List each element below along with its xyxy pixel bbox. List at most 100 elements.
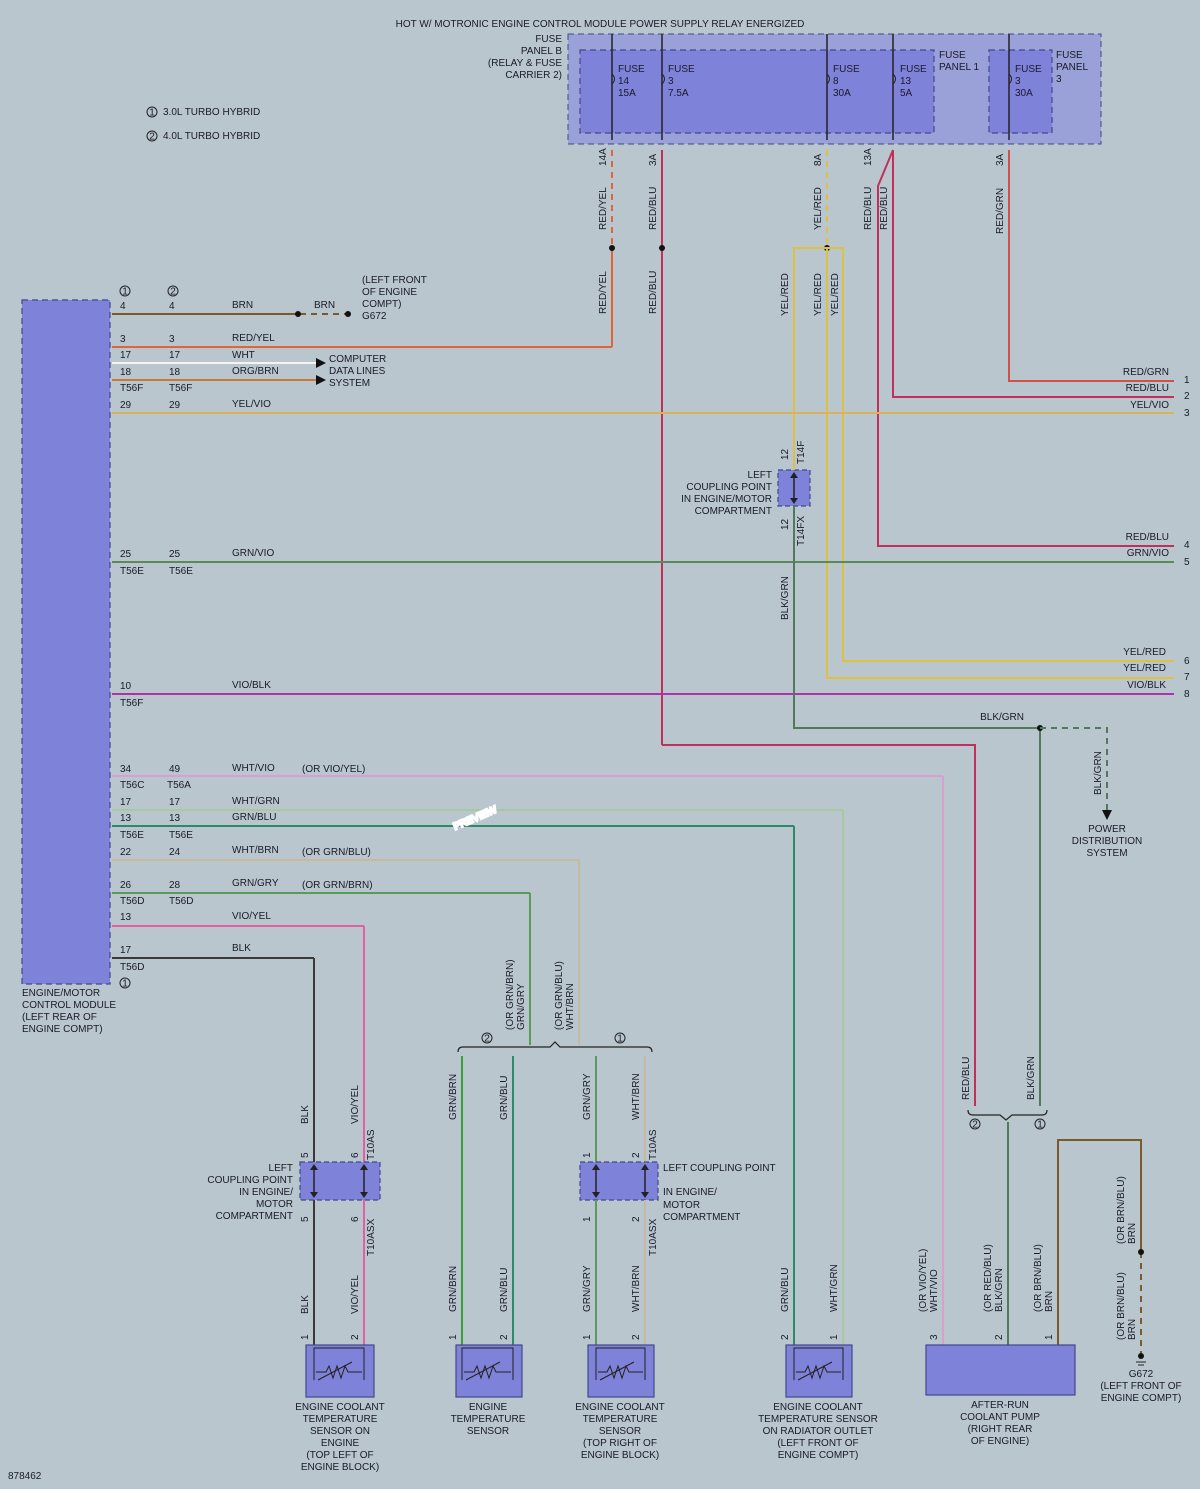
fuse-panel-b-l3: (RELAY & FUSE (488, 58, 562, 69)
cpl-p2: 6 (350, 1152, 361, 1158)
power-dist-l1: POWER (1088, 824, 1126, 835)
out-3-wire: YEL/VIO (1130, 400, 1169, 411)
ets-wa: GRN/BRN (448, 1074, 459, 1120)
pump-p1: 1 (1044, 1334, 1055, 1340)
rad-wb: WHT/GRN (829, 1264, 840, 1312)
ecm-row10-p2: 24 (169, 847, 181, 858)
s1-l1: ENGINE COOLANT (295, 1402, 384, 1413)
sensor-split-bracket: (OR GRN/BRN) GRN/GRY (OR GRN/BLU) WHT/BR… (457, 860, 653, 1053)
g672-top-wire: BRN (314, 300, 335, 311)
out-6-wire: YEL/RED (1123, 647, 1166, 658)
ecm-row7-c1: T56C (120, 780, 144, 791)
split-marker-1: 1 (617, 1034, 623, 1045)
cpl-wa2: BLK (300, 1295, 311, 1314)
computer-data-l3: SYSTEM (329, 378, 370, 389)
g672-top-l2: OF ENGINE (362, 287, 417, 298)
power-dist-l3: SYSTEM (1086, 848, 1127, 859)
fuse-13: FUSE 13 5A (892, 34, 927, 140)
wire-label-redblu-13a: RED/BLU (863, 187, 874, 230)
sensor-engine-temp: 1 2 ENGINE TEMPERATURE SENSOR (448, 1334, 526, 1437)
computer-data-l2: DATA LINES (329, 366, 386, 377)
cpr-connb: T10ASX (648, 1218, 659, 1256)
ecm-row4-p2: 29 (169, 400, 181, 411)
split-a2: GRN/GRY (516, 983, 527, 1030)
ecm-row2-p2: 17 (169, 350, 181, 361)
g672-top-l1: (LEFT FRONT (362, 275, 427, 286)
ecm-row7-note: (OR VIO/YEL) (302, 764, 365, 775)
pump-w3b: WHT/VIO (929, 1269, 940, 1312)
ecm-row10-wire: WHT/BRN (232, 845, 279, 856)
fuse-pin-13a: 13A (863, 148, 874, 166)
cpl-l3: IN ENGINE/ (239, 1187, 293, 1198)
fuse-14-l3: 15A (618, 88, 636, 99)
s3-l1: ENGINE COOLANT (575, 1402, 664, 1413)
fuse-3p3-l1: FUSE (1015, 64, 1042, 75)
ecm-label-l4: ENGINE COMPT) (22, 1024, 103, 1035)
pump-split-a: RED/BLU (961, 1057, 972, 1100)
pump-p2: 2 (994, 1334, 1005, 1340)
ecm-row7-wire: WHT/VIO (232, 763, 275, 774)
out-6-num: 6 (1184, 656, 1190, 667)
ecm-row1-p1: 3 (120, 334, 126, 345)
fuse-3p3-l2: 3 (1015, 76, 1021, 87)
fuse-8-l2: 8 (833, 76, 839, 87)
wire-label-yelred-a: YEL/RED (780, 273, 791, 316)
pump-l1: AFTER-RUN (971, 1400, 1029, 1411)
ecm-row10-note: (OR GRN/BLU) (302, 847, 371, 858)
split-marker-2: 2 (484, 1034, 490, 1045)
ecm-row1-p2: 3 (169, 334, 175, 345)
g672b-l3: ENGINE COMPT) (1101, 1393, 1182, 1404)
diagram-id: 878462 (8, 1471, 42, 1482)
legend: 1 3.0L TURBO HYBRID 2 4.0L TURBO HYBRID (146, 106, 260, 143)
radiator-sensor-wires: GRN/BLU WHT/GRN (780, 810, 844, 1345)
ecm-row1-wire: RED/YEL (232, 333, 275, 344)
cp-top-conn-bot: T14FX (796, 516, 807, 546)
ecm-row6-c1: T56F (120, 698, 143, 709)
pump-l4: OF ENGINE) (971, 1436, 1029, 1447)
cpr-wa2: GRN/GRY (582, 1265, 593, 1312)
ecm-row11-c2: T56D (169, 896, 193, 907)
ecm-row11-p1: 26 (120, 880, 132, 891)
cp-top-wire: BLK/GRN (780, 576, 791, 620)
s3-p2: 2 (631, 1334, 642, 1340)
ecm-row5-wire: GRN/VIO (232, 548, 274, 559)
s4-l4: (LEFT FRONT OF (777, 1438, 858, 1449)
s4-p2: 1 (829, 1334, 840, 1340)
fuse-panel-1-l2: PANEL 1 (939, 62, 979, 73)
fuse-8-l3: 30A (833, 88, 851, 99)
ecm-row0-p1: 4 (120, 301, 126, 312)
cpl-l4: MOTOR (256, 1199, 293, 1210)
cpl-p2b: 6 (350, 1216, 361, 1222)
fuse-13-l3: 5A (900, 88, 913, 99)
g672b-w1a: (OR BRN/BLU) (1116, 1176, 1127, 1244)
s4-l3: ON RADIATOR OUTLET (763, 1426, 874, 1437)
rad-wa: GRN/BLU (780, 1268, 791, 1312)
fuse-pin-8a: 8A (813, 153, 824, 166)
g672b-l2: (LEFT FRONT OF (1100, 1381, 1181, 1392)
fuse-panel-1-l1: FUSE (939, 50, 966, 61)
wire-label-redyel-lower: RED/YEL (598, 271, 609, 314)
s3-l5: ENGINE BLOCK) (581, 1450, 659, 1461)
s3-l4: (TOP RIGHT OF (583, 1438, 657, 1449)
fuse-3-p3: FUSE 3 30A (1008, 34, 1042, 140)
ecm-row9-p1: 13 (120, 813, 132, 824)
fuse-8-l1: FUSE (833, 64, 860, 75)
out-3-num: 3 (1184, 408, 1190, 419)
ecm-row11-wire: GRN/GRY (232, 878, 279, 889)
fuse-14-l1: FUSE (618, 64, 645, 75)
ecm-row8-wire: WHT/GRN (232, 796, 280, 807)
ecm-row11-c1: T56D (120, 896, 144, 907)
pump-w1b: BRN (1044, 1291, 1055, 1312)
cpl-l5: COMPARTMENT (216, 1211, 293, 1222)
col-marker-bottom: 1 (122, 979, 128, 990)
ecm-row9-wire: GRN/BLU (232, 812, 276, 823)
ecm-row5-p1: 25 (120, 549, 132, 560)
fuse-3b-l1: FUSE (668, 64, 695, 75)
cpr-l3: MOTOR (663, 1200, 700, 1211)
pump-w1a: (OR BRN/BLU) (1033, 1244, 1044, 1312)
s1-l2: TEMPERATURE (303, 1414, 378, 1425)
ecm-label-l1: ENGINE/MOTOR (22, 988, 100, 999)
g672b-l1: G672 (1129, 1369, 1154, 1380)
legend-num-1: 1 (149, 108, 155, 119)
out-8-wire: VIO/BLK (1127, 680, 1166, 691)
